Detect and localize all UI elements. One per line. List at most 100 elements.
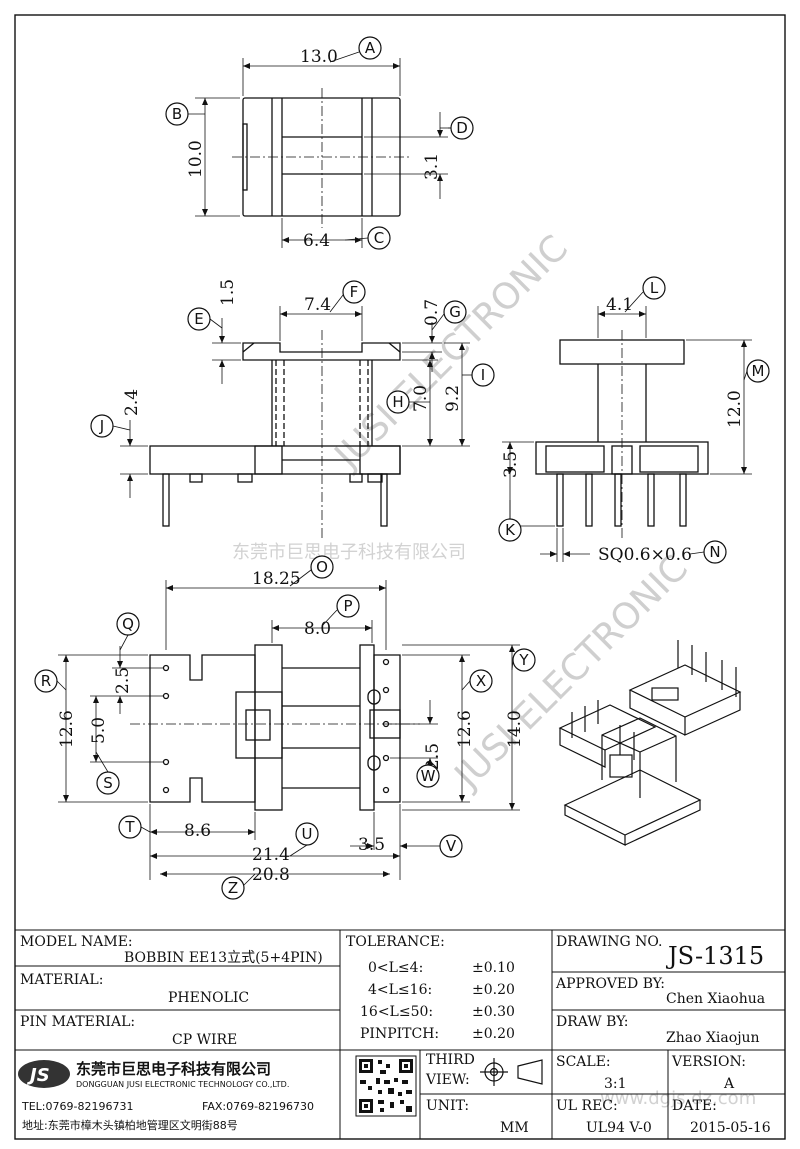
dim-v-value: 3.5 (358, 835, 385, 855)
ul-rec-value: UL94 V-0 (586, 1120, 652, 1136)
bubble-l: L (650, 279, 659, 297)
top-view (195, 58, 452, 248)
dim-k-value: 3.5 (501, 451, 521, 478)
tolerance-label: TOLERANCE: (346, 934, 445, 950)
sheet-border (14, 14, 786, 1140)
dim-f-value: 7.4 (304, 295, 331, 315)
unit-label: UNIT: (426, 1098, 469, 1114)
dim-p-value: 8.0 (304, 619, 331, 639)
tolerance-row-1-value: ±0.10 (472, 960, 515, 976)
drawing-no-label: DRAWING NO. (556, 934, 662, 950)
front-view (120, 306, 470, 540)
ul-rec-label: UL REC: (556, 1098, 618, 1114)
company-address: 地址:东莞市樟木头镇柏地管理区文明街88号 (22, 1118, 238, 1132)
company-name-en: DONGGUAN JUSI ELECTRONIC TECHNOLOGY CO.,… (76, 1080, 289, 1089)
bubble-a: A (365, 39, 376, 57)
title-block-lines (15, 929, 785, 1139)
qr-code-icon (355, 1055, 417, 1117)
dim-q-value: 2.5 (113, 667, 133, 694)
bubble-h: H (392, 393, 403, 411)
bubble-g: G (449, 303, 461, 321)
bubble-u: U (302, 825, 313, 843)
draw-by-value: Zhao Xiaojun (666, 1030, 760, 1046)
bubble-q: Q (122, 615, 134, 633)
watermark-center-text: 东莞市巨思电子科技有限公司 (232, 542, 466, 563)
company-name-cn: 东莞市巨思电子科技有限公司 (76, 1060, 271, 1078)
dim-r-value: 12.6 (57, 710, 77, 748)
tolerance-row-4-value: ±0.20 (472, 1026, 515, 1042)
material-value: PHENOLIC (168, 990, 249, 1006)
dim-u-value: 21.4 (252, 845, 290, 865)
dim-j-value: 2.4 (122, 389, 142, 416)
dim-l-value: 4.1 (606, 295, 633, 315)
dim-c-value: 6.4 (303, 231, 330, 251)
side-view (502, 306, 752, 562)
bubble-p: P (343, 597, 352, 615)
js-logo (18, 1060, 70, 1088)
bubble-o: O (316, 558, 328, 576)
bubble-j: J (99, 417, 104, 435)
bubble-m: M (752, 362, 765, 380)
scale-value: 3:1 (604, 1076, 627, 1092)
unit-value: MM (500, 1120, 529, 1136)
js-logo-text: JS (27, 1065, 50, 1086)
scale-label: SCALE: (556, 1054, 611, 1070)
bubble-x: X (476, 672, 486, 690)
bottom-view (58, 580, 520, 880)
drawing-no-value: JS-1315 (665, 942, 764, 970)
bubble-labels (34, 36, 770, 900)
view-label: VIEW: (425, 1072, 470, 1088)
bubble-b: B (172, 105, 182, 123)
bubble-c: C (374, 229, 384, 247)
bubble-d: D (456, 119, 468, 137)
third-label: THIRD (426, 1052, 475, 1068)
dim-d-value: 3.1 (422, 153, 442, 180)
model-name-label: MODEL NAME: (20, 934, 133, 950)
dim-a-value: 13.0 (300, 47, 338, 67)
dim-i-value: 9.2 (443, 385, 463, 412)
bubble-i: I (481, 366, 485, 384)
watermark-site: www.dgjs.dz.com (600, 1088, 756, 1109)
watermark-diagonal-top: JUSI ELECTRONIC (326, 228, 576, 478)
bubble-e: E (194, 310, 203, 328)
dim-t-value: 8.6 (184, 821, 211, 841)
dim-z-value: 20.8 (252, 865, 290, 885)
bubble-n: N (709, 543, 720, 561)
dim-h-value: 7.0 (411, 385, 431, 412)
bubble-v: V (446, 837, 457, 855)
model-name-value: BOBBIN EE13立式(5+4PIN) (124, 950, 323, 966)
bubble-w: W (421, 767, 436, 785)
tolerance-row-1-range: 0<L≤4: (368, 960, 423, 976)
pin-material-value: CP WIRE (172, 1032, 237, 1048)
dim-b-value: 10.0 (186, 140, 206, 178)
approved-by-label: APPROVED BY: (555, 976, 665, 992)
dim-e-value: 1.5 (218, 279, 238, 306)
company-tel: TEL:0769-82196731 (21, 1100, 133, 1113)
bubble-k: K (505, 521, 516, 539)
version-label: VERSION: (671, 1054, 746, 1070)
tolerance-row-2-range: 4<L≤16: (368, 982, 432, 998)
tolerance-row-2-value: ±0.20 (472, 982, 515, 998)
dim-y-value: 14.0 (505, 710, 525, 748)
draw-by-label: DRAW BY: (556, 1014, 628, 1030)
dim-n-value: SQ0.6×0.6 (598, 545, 692, 565)
version-value: A (723, 1076, 735, 1092)
tolerance-row-4-range: PINPITCH: (360, 1026, 439, 1042)
isometric-view (558, 640, 742, 846)
company-fax: FAX:0769-82196730 (202, 1100, 314, 1113)
bubble-r: R (41, 672, 51, 690)
bubble-s: S (103, 774, 113, 792)
dim-w-value: 2.5 (423, 743, 443, 770)
bubble-leaders (56, 51, 748, 886)
tolerance-row-3-range: 16<L≤50: (360, 1004, 433, 1020)
dim-s-value: 5.0 (89, 717, 109, 744)
bubble-f: F (350, 283, 359, 301)
approved-by-value: Chen Xiaohua (666, 991, 765, 1007)
bubble-z: Z (228, 879, 238, 897)
date-value: 2015-05-16 (690, 1120, 771, 1136)
dim-x-value: 12.6 (455, 710, 475, 748)
tolerance-row-3-value: ±0.30 (472, 1004, 515, 1020)
date-label: DATE: (672, 1098, 717, 1114)
bubble-t: T (124, 818, 135, 836)
